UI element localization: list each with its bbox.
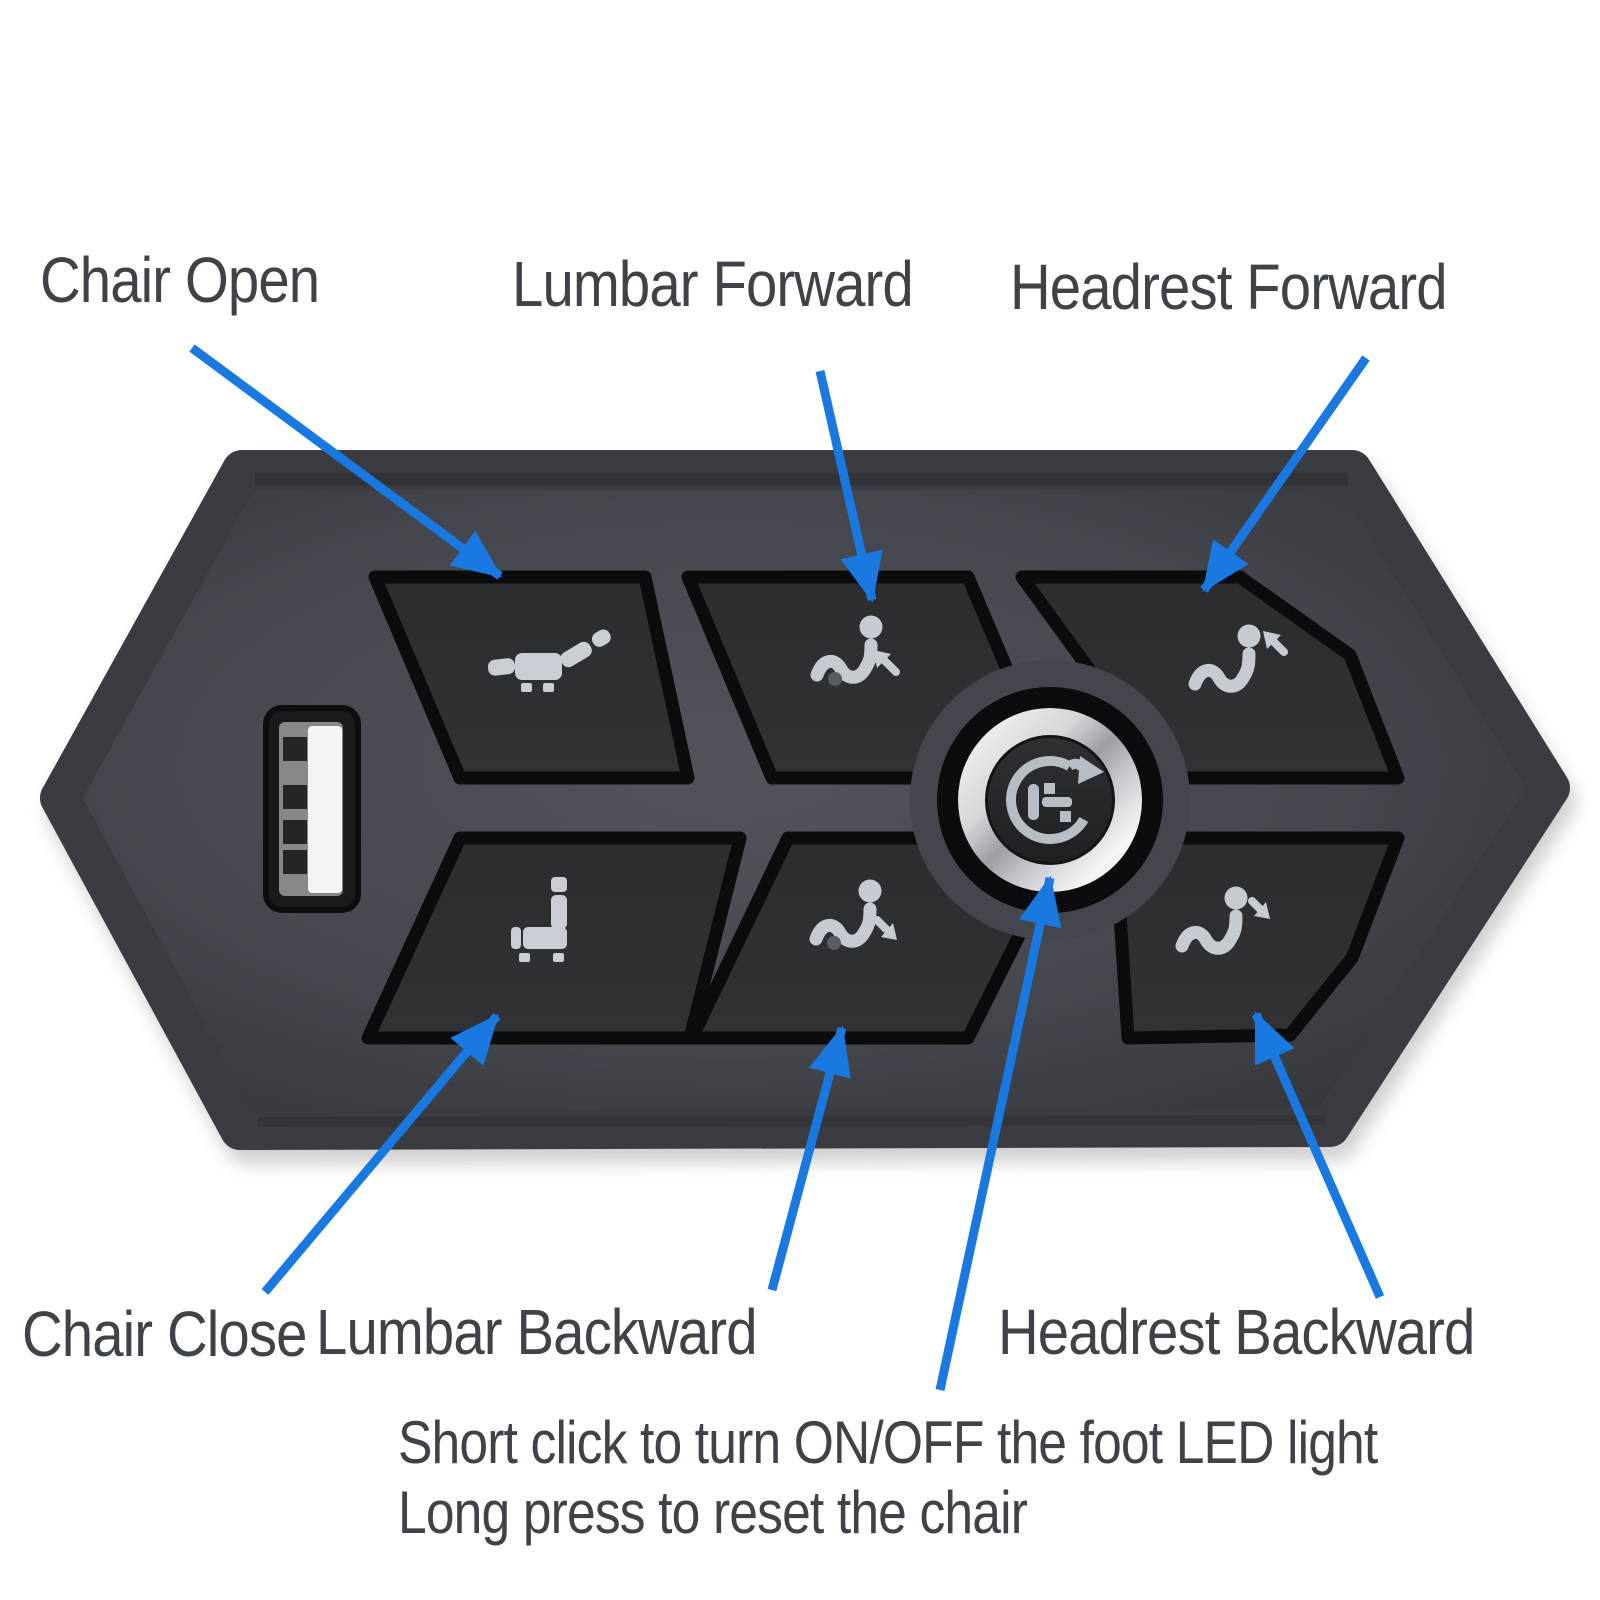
chair-open-label: Chair Open [40, 244, 320, 316]
headrest-backward-button[interactable] [1108, 831, 1405, 1045]
chair-close-arrow [261, 1013, 501, 1295]
headrest-backward-label: Headrest Backward [998, 1296, 1475, 1368]
headrest-forward-label: Headrest Forward [1010, 251, 1448, 323]
person-lumbar-arrow-forward-icon [817, 616, 900, 686]
reset-circular-arrow-chair-icon [1006, 756, 1104, 844]
lumbar-forward-arrow [815, 370, 883, 603]
person-headrest-arrow-forward-icon [1195, 625, 1288, 687]
headrest-backward-arrow [1251, 1011, 1385, 1299]
lumbar-backward-label: Lumbar Backward [316, 1296, 758, 1368]
lumbar-forward-label: Lumbar Forward [512, 248, 914, 320]
center-button-arrow [935, 875, 1062, 1391]
person-headrest-arrow-backward-icon [1182, 887, 1270, 949]
chair-upright-icon [511, 877, 567, 962]
headrest-forward-arrow [1200, 355, 1370, 593]
center-note-line2: Long press to reset the chair [398, 1479, 1028, 1546]
person-lumbar-arrow-backward-icon [816, 880, 897, 950]
usb-a-port[interactable] [263, 705, 361, 913]
chair-close-label: Chair Close [22, 1298, 307, 1370]
center-note-line1: Short click to turn ON/OFF the foot LED … [398, 1409, 1378, 1476]
chair-open-arrow [189, 344, 503, 580]
usb-contact-pads [283, 737, 307, 874]
lumbar-backward-arrow [767, 1025, 851, 1292]
chair-reclined-icon [487, 629, 611, 692]
led-reset-button[interactable] [910, 660, 1190, 940]
